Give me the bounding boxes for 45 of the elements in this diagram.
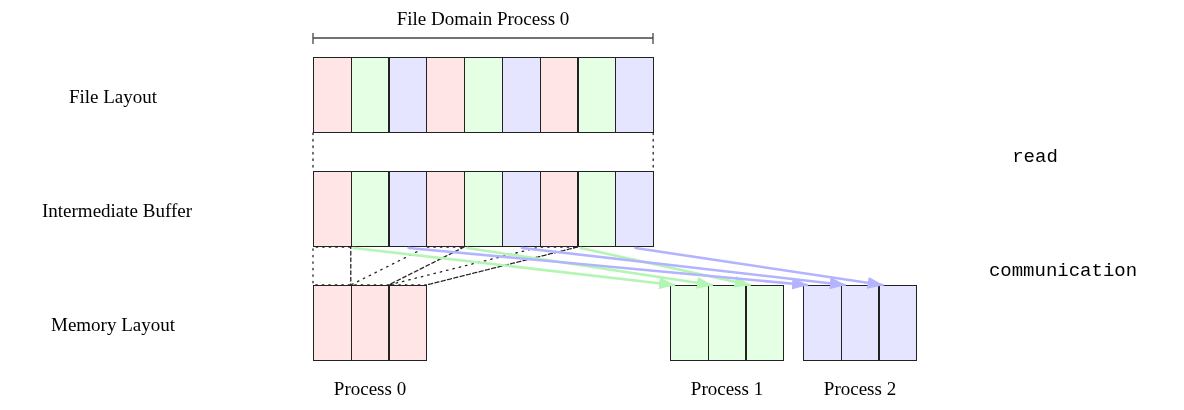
phase-label: communication <box>988 260 1138 282</box>
block-cell <box>539 171 579 247</box>
row-label: Memory Layout <box>51 314 175 336</box>
row-label: Intermediate Buffer <box>42 200 192 222</box>
arrow <box>579 246 751 288</box>
block-cell <box>615 171 654 247</box>
block-cell <box>350 171 390 247</box>
group-label: Process 0 <box>333 378 407 400</box>
block-cell <box>707 285 747 361</box>
block-cell <box>577 57 617 133</box>
block-cell <box>426 57 465 133</box>
block-cell <box>840 285 880 361</box>
block-cell <box>350 285 390 361</box>
arrow <box>634 246 884 289</box>
block-cell <box>388 285 428 361</box>
block-cell <box>803 285 842 361</box>
dimension-label: File Domain Process 0 <box>396 8 570 30</box>
block-cell <box>313 57 352 133</box>
block-cell <box>426 171 465 247</box>
block-cell <box>745 285 785 361</box>
arrow <box>520 246 847 290</box>
block-cell <box>670 285 709 361</box>
phase-label: read <box>1012 146 1058 168</box>
dotted-connector <box>312 246 352 286</box>
block-cell <box>313 285 352 361</box>
block-cell <box>502 171 541 247</box>
block-cell <box>313 171 352 247</box>
block-cell <box>878 285 918 361</box>
block-cell <box>464 171 503 247</box>
block-cell <box>464 57 503 133</box>
block-cell <box>388 57 428 133</box>
arrow <box>407 246 809 290</box>
arrow <box>465 246 714 289</box>
row-label: File Layout <box>68 86 158 108</box>
dotted-connector <box>350 246 465 286</box>
group-label: Process 2 <box>823 378 897 400</box>
arrow <box>352 246 676 290</box>
dotted-connector <box>387 246 579 286</box>
group-label: Process 1 <box>690 378 764 400</box>
block-cell <box>502 57 541 133</box>
block-cell <box>577 171 617 247</box>
block-cell <box>539 57 579 133</box>
block-cell <box>615 57 654 133</box>
block-cell <box>350 57 390 133</box>
block-cell <box>388 171 428 247</box>
